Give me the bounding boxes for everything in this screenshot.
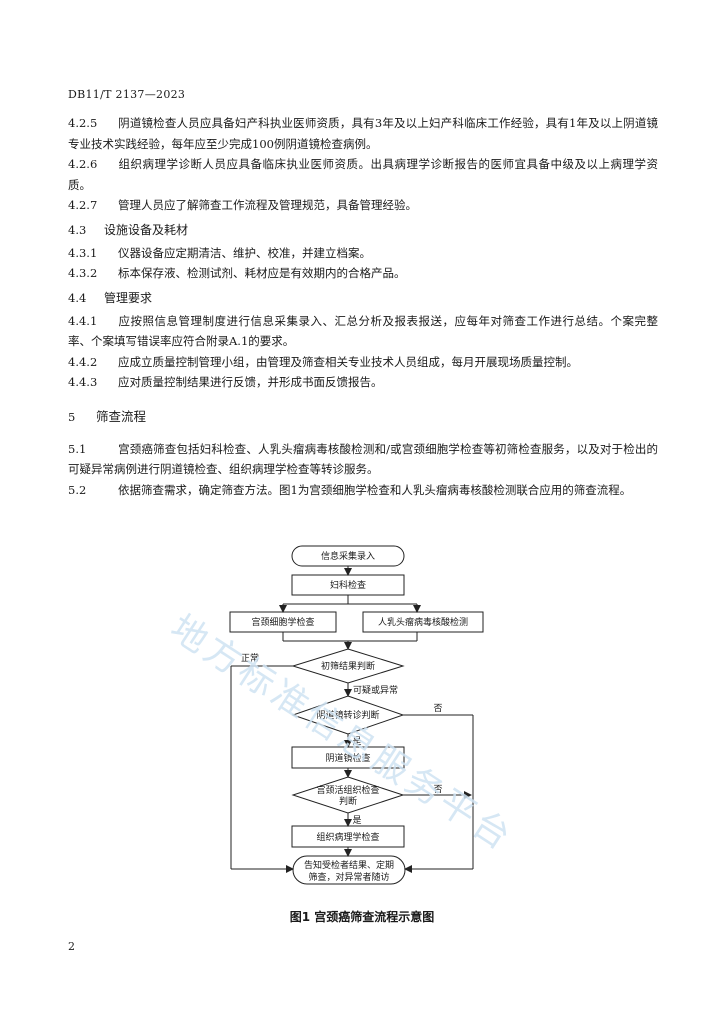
colpo-exam-label: 阴道镜检查 [325,752,370,764]
no-label-1: 否 [433,703,442,714]
section-heading-4-3: 4.3 设施设备及耗材 [68,220,658,240]
clause-number: 4.4.2 [68,354,98,369]
colpo-referral-label: 阴道镜转诊判断 [316,709,379,721]
yes-label-1: 是 [352,736,361,747]
standard-code: DB11/T 2137—2023 [68,88,186,101]
biopsy-judge-label-2: 判断 [339,795,357,807]
clause-text: 宫颈癌筛查包括妇科检查、人乳头瘤病毒核酸检测和/或宫颈细胞学检查等初筛检查服务，… [68,441,658,477]
clause-text: 阴道镜检查人员应具备妇产科执业医师资质，具有3年及以上妇产科临床工作经验，具有1… [68,116,658,151]
section-title: 管理要求 [104,290,153,305]
clause-text: 组织病理学诊断人员应具备临床执业医师资质。出具病理学诊断报告的医师宜具备中级及以… [68,157,658,192]
section-heading-5: 5 筛查流程 [68,407,658,427]
end-label-1: 告知受检者结果、定期 [304,859,394,871]
no-label-2: 否 [433,784,442,795]
cytology-label: 宫颈细胞学检查 [251,616,314,628]
pathology-label: 组织病理学检查 [316,831,379,843]
clause-text: 应成立质量控制管理小组，由管理及筛查相关专业技术人员组成，每月开展现场质量控制。 [118,354,578,369]
section-number: 4.3 [68,222,87,237]
section-number: 4.4 [68,290,87,305]
clause-number: 4.4.3 [68,375,98,389]
clause-text: 应对质量控制结果进行反馈，并形成书面反馈报告。 [118,375,383,389]
clause-number: 4.3.1 [68,245,98,260]
biopsy-judge-label-1: 宫颈活组织检查 [316,784,379,796]
clause-4-2-7: 4.2.7 管理人员应了解筛查工作流程及管理规范，具备管理经验。 [68,195,658,216]
hpv-node [362,611,484,633]
clause-number: 4.2.7 [68,198,98,212]
clause-text: 依据筛查需求，确定筛查方法。图1为宫颈细胞学检查和人乳头瘤病毒核酸检测联合应用的… [118,482,632,497]
figure-caption: 图1 宫颈癌筛查流程示意图 [289,910,435,924]
clause-text: 仪器设备应定期清洁、维护、校准，并建立档案。 [118,245,371,260]
clause-number: 4.2.6 [68,157,98,171]
clause-4-3-2: 4.3.2 标本保存液、检测试剂、耗材应是有效期内的合格产品。 [68,263,658,284]
clause-5-2: 5.2 依据筛查需求，确定筛查方法。图1为宫颈细胞学检查和人乳头瘤病毒核酸检测联合… [68,480,658,501]
clause-number: 5.2 [68,482,87,497]
abnormal-label: 可疑或异常 [353,684,398,696]
clause-number: 4.3.2 [68,266,98,280]
clause-text: 标本保存液、检测试剂、耗材应是有效期内的合格产品。 [118,266,406,280]
clause-4-4-2: 4.4.2 应成立质量控制管理小组，由管理及筛查相关专业技术人员组成，每月开展现场… [68,352,658,373]
clause-4-3-1: 4.3.1 仪器设备应定期清洁、维护、校准，并建立档案。 [68,243,658,264]
hpv-label: 人乳头瘤病毒核酸检测 [378,616,468,628]
screening-flowchart: 信息采集录入 妇科检查 宫颈细胞学检查 人乳头瘤病毒核酸检测 初筛结果判断 正常… [225,543,525,888]
clause-text: 管理人员应了解筛查工作流程及管理规范，具备管理经验。 [118,198,417,212]
page-number: 2 [68,940,75,953]
end-node [292,855,406,885]
start-label: 信息采集录入 [321,550,375,562]
initial-judge-label: 初筛结果判断 [321,660,375,672]
section-title: 设施设备及耗材 [104,222,189,237]
section-title: 筛查流程 [96,408,147,424]
clause-text: 应按照信息管理制度进行信息采集录入、汇总分析及报表报送，应每年对筛查工作进行总结… [68,313,658,349]
gyn-exam-label: 妇科检查 [330,579,366,591]
yes-label-2: 是 [352,815,361,826]
section-heading-4-4: 4.4 管理要求 [68,288,658,308]
end-label-2: 筛查，对异常者随访 [308,871,389,883]
clause-number: 4.2.5 [68,116,98,130]
section-number: 5 [68,409,76,424]
clause-number: 4.4.1 [68,313,98,328]
normal-label: 正常 [241,652,259,664]
clause-number: 5.1 [68,441,87,456]
clause-4-4-3: 4.4.3 应对质量控制结果进行反馈，并形成书面反馈报告。 [68,372,658,393]
